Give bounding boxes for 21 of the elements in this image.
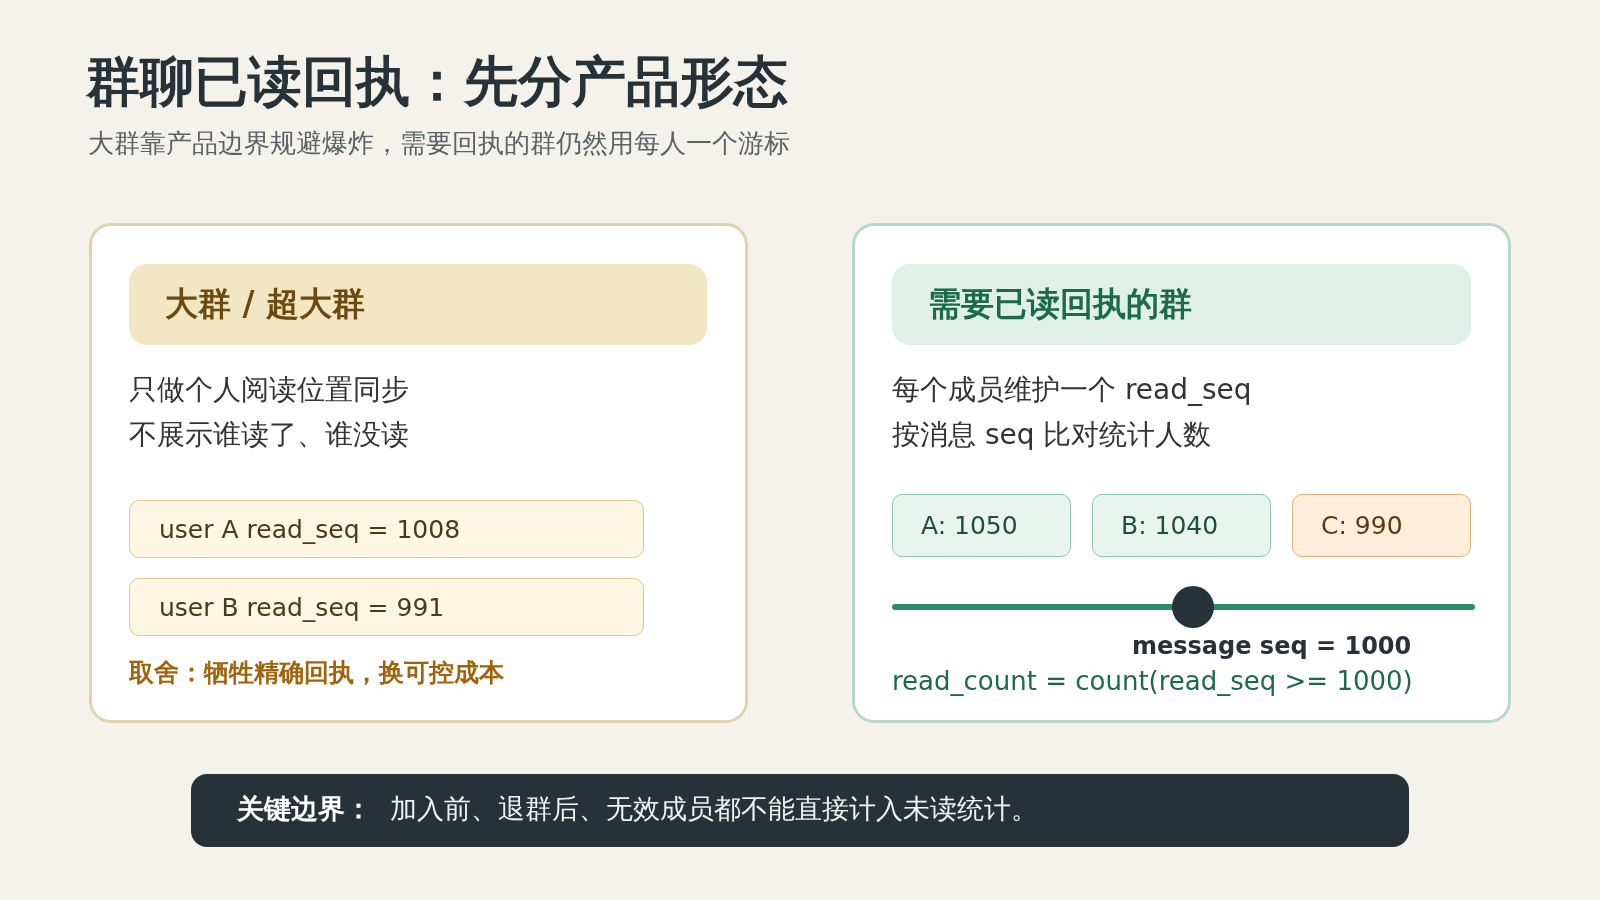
body-text: 按消息 seq 比对统计人数 (892, 418, 1212, 452)
heading-band: 大群 / 超大群 (129, 264, 707, 345)
panel-card (89, 223, 748, 723)
value-box: user A read_seq = 1008 (129, 500, 644, 558)
note-text: 加入前、退群后、无效成员都不能直接计入未读统计。 (390, 793, 1038, 826)
note-label: 关键边界： (237, 793, 372, 826)
value-box: B: 1040 (1092, 494, 1271, 557)
note-bar (191, 774, 1409, 847)
formula-text: read_count = count(read_seq >= 1000) (892, 666, 1413, 698)
heading-band: 需要已读回执的群 (892, 264, 1471, 345)
panel-card (852, 223, 1511, 723)
page-title: 群聊已读回执：先分产品形态 (86, 50, 788, 115)
body-text: 每个成员维护一个 read_seq (892, 373, 1252, 407)
subtitle: 大群靠产品边界规避爆炸，需要回执的群仍然用每人一个游标 (88, 128, 790, 160)
value-box: user B read_seq = 991 (129, 578, 644, 636)
value-box: A: 1050 (892, 494, 1071, 557)
tradeoff-note: 取舍：牺牲精确回执，换可控成本 (129, 658, 504, 688)
marker-label: message seq = 1000 (1132, 632, 1412, 661)
body-text: 只做个人阅读位置同步 (129, 373, 409, 407)
value-box: C: 990 (1292, 494, 1471, 557)
body-text: 不展示谁读了、谁没读 (129, 418, 409, 452)
